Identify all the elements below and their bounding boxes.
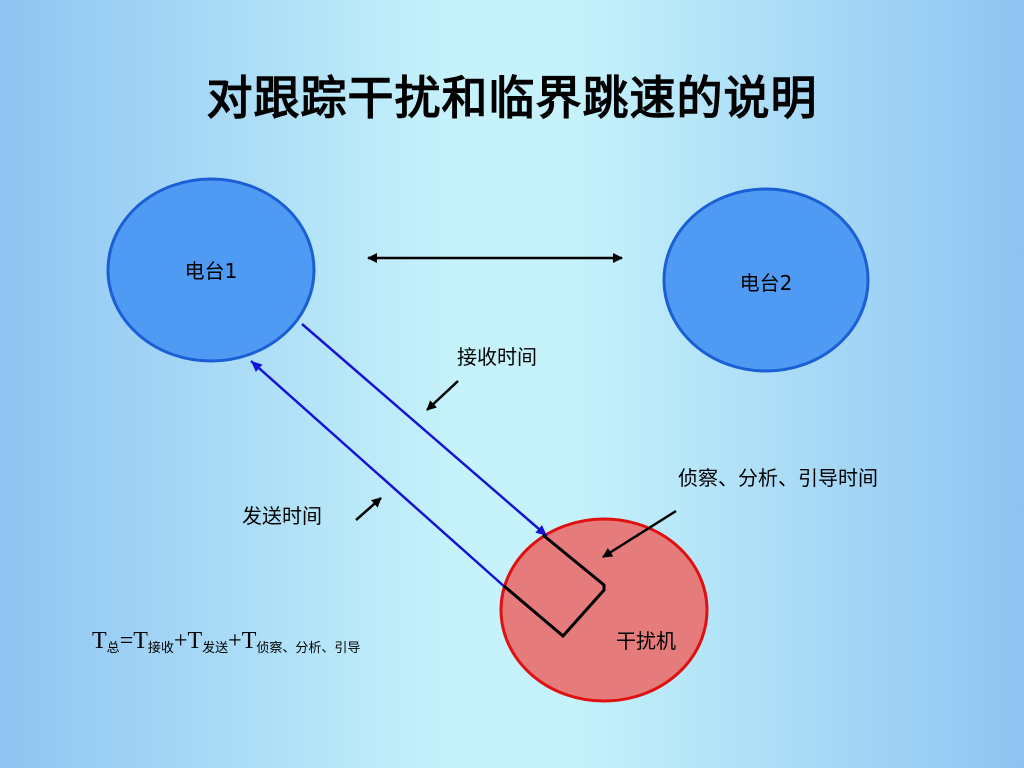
send-time-label: 发送时间 <box>242 504 322 528</box>
recon-time-pointer <box>602 509 677 559</box>
formula-sub-receive: 接收 <box>147 641 174 656</box>
receive-time-pointer <box>426 380 459 411</box>
station2-label: 电台2 <box>740 271 793 295</box>
total-time-formula: T总=T接收+T发送+T侦察、分析、引导 <box>92 628 360 656</box>
processing-bracket <box>503 533 606 639</box>
jammer-node <box>499 517 709 703</box>
formula-t-receive: T <box>133 628 148 654</box>
receive-time-label: 接收时间 <box>457 345 537 369</box>
formula-sub-send: 发送 <box>202 641 229 656</box>
formula-t-total: T <box>92 628 107 654</box>
formula-sub-total: 总 <box>106 641 120 656</box>
formula-t-send: T <box>187 628 203 654</box>
station1-label: 电台1 <box>185 259 238 283</box>
station1-node <box>106 177 316 363</box>
formula-t-recon: T <box>241 628 257 654</box>
slide-title: 对跟踪干扰和临界跳速的说明 <box>206 71 818 125</box>
jammer-label: 干扰机 <box>616 629 676 653</box>
formula-sub-recon: 侦察、分析、引导 <box>256 641 361 656</box>
send-signal-line <box>250 360 507 589</box>
send-time-pointer <box>355 497 382 521</box>
formula-plus-2: + <box>228 628 242 654</box>
formula-plus-1: + <box>173 628 188 654</box>
recon-time-label: 侦察、分析、引导时间 <box>678 466 878 490</box>
station2-node <box>662 187 870 373</box>
receive-signal-line <box>301 323 548 537</box>
formula-equals: = <box>119 628 134 654</box>
